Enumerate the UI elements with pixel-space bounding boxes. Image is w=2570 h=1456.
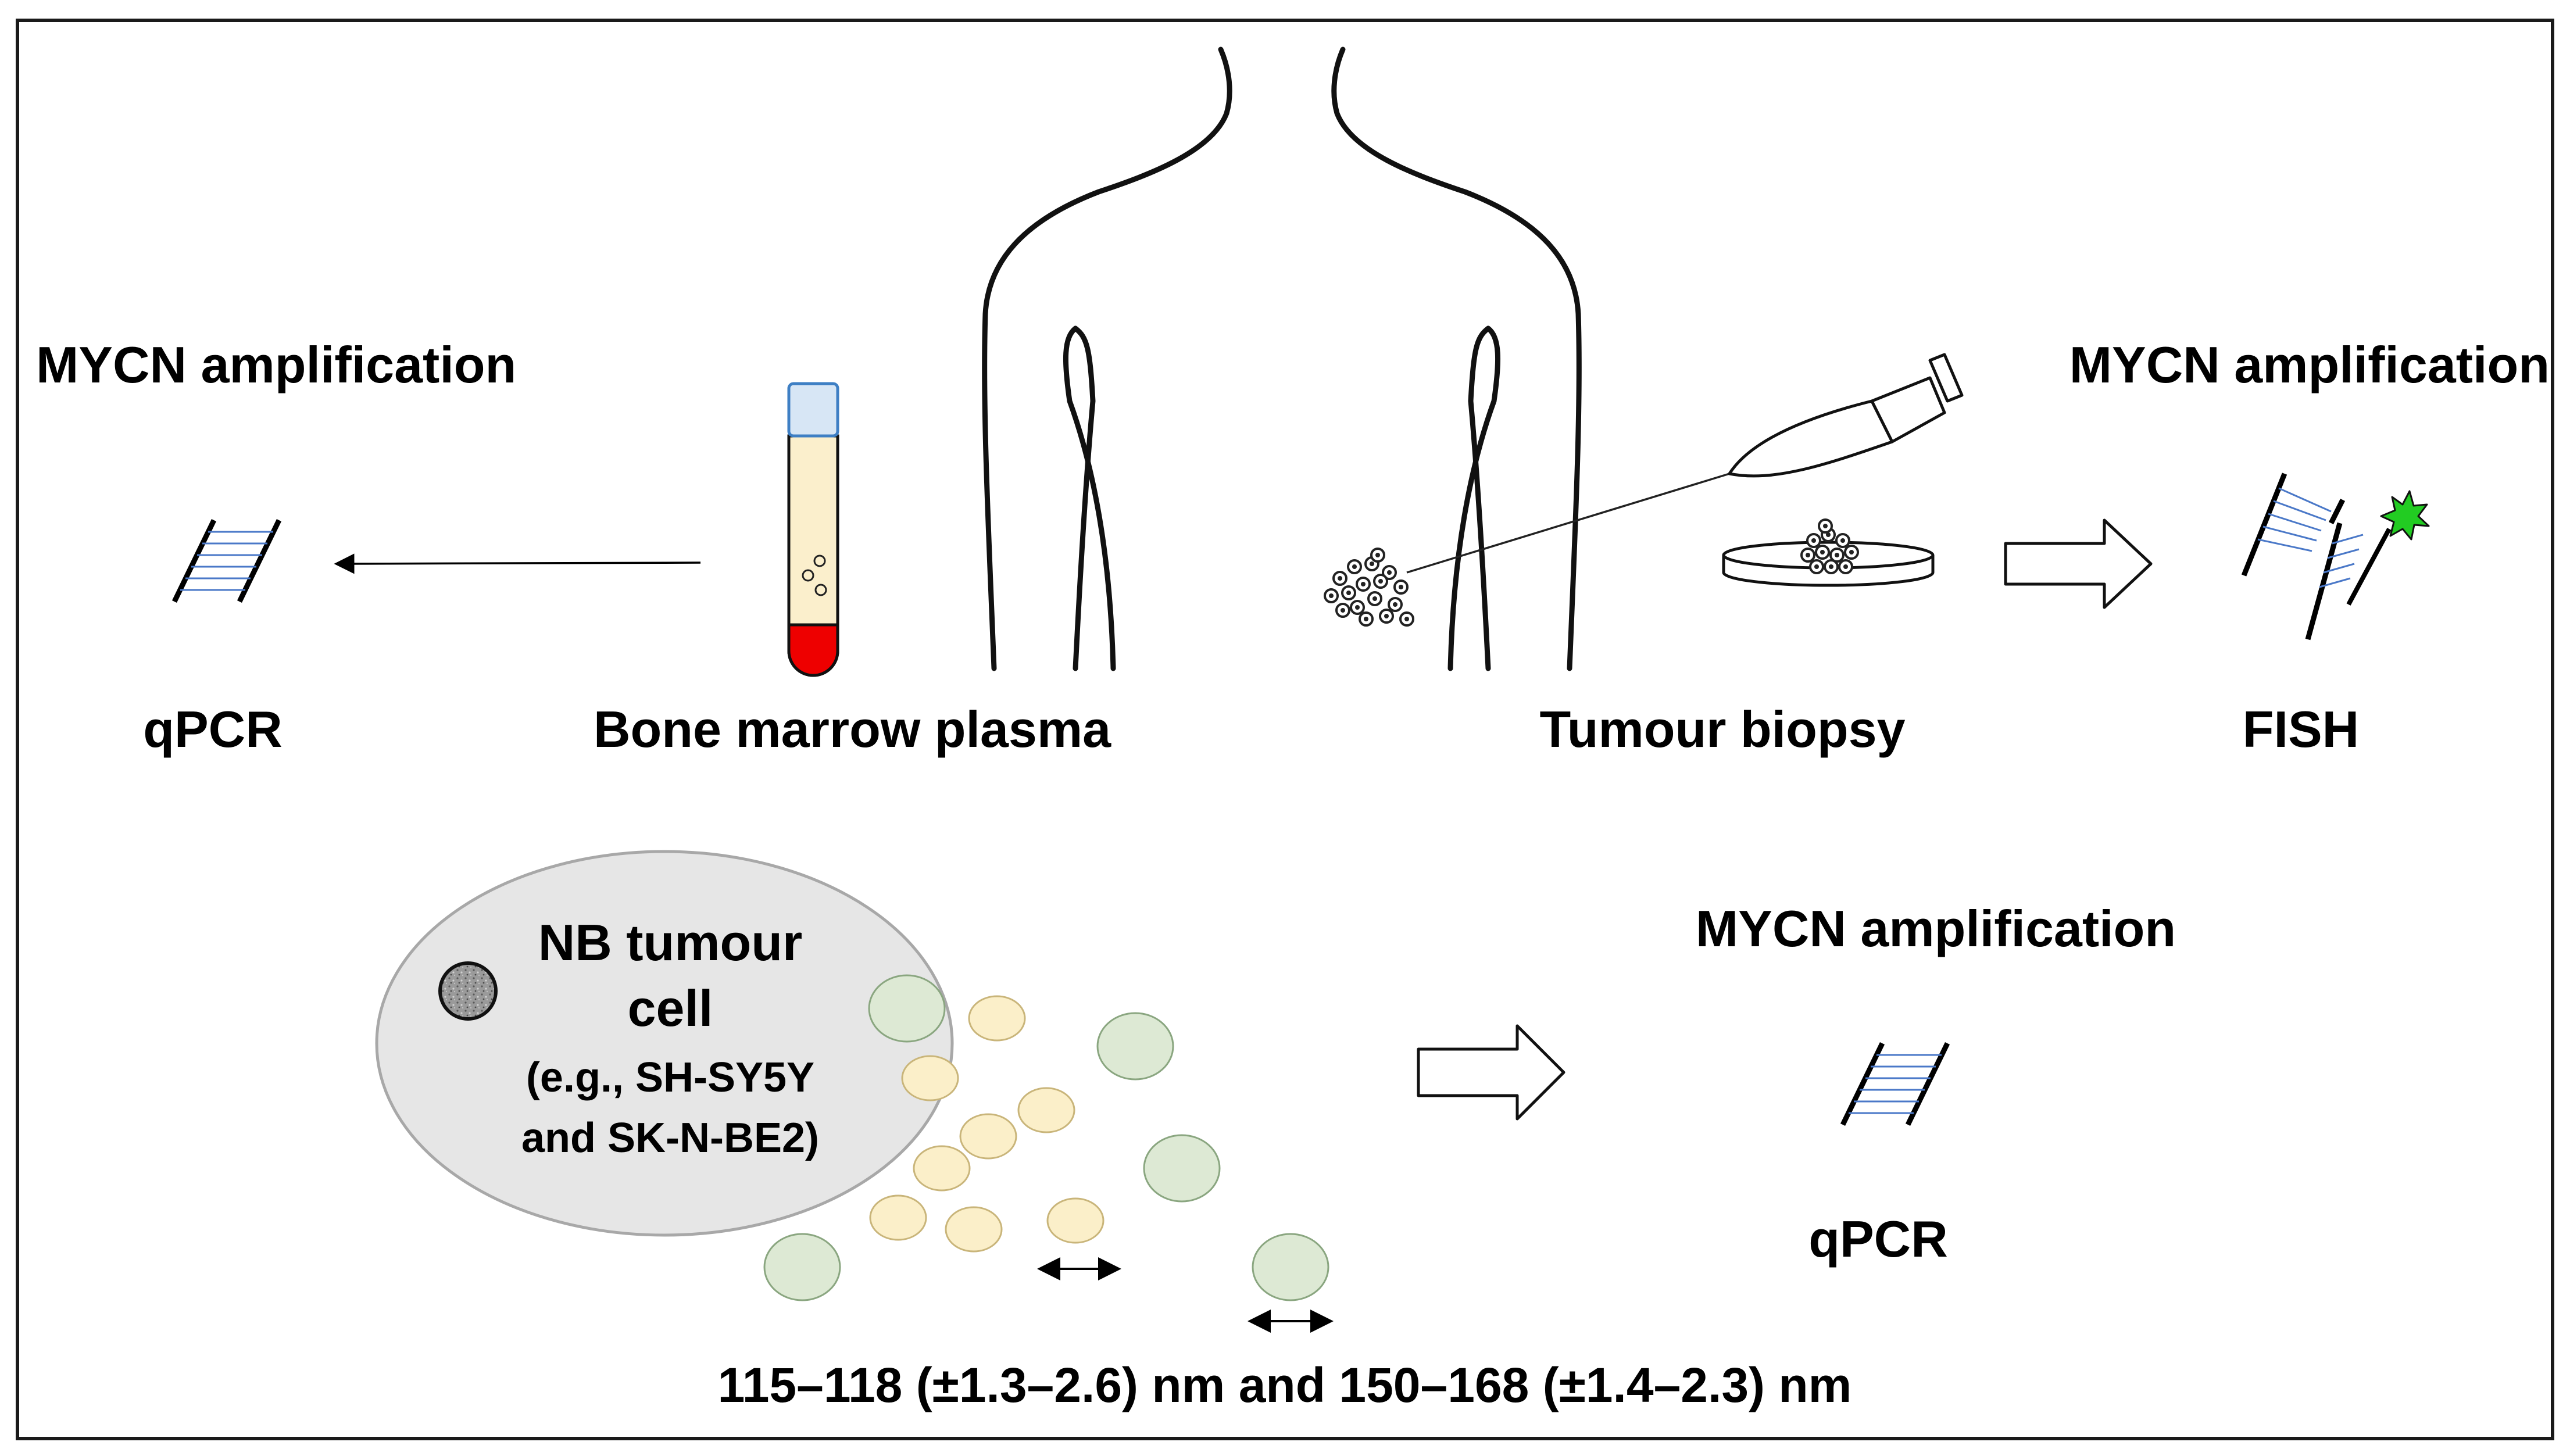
biopsy-needle [1406,473,1730,574]
dna-double-strand-icon-bottom [1840,1042,1950,1126]
syringe-icon [1728,353,1964,478]
figure-frame [16,19,2554,1440]
arrow-to-qpcr [334,553,701,574]
label-nb-tumour: NB tumour [538,914,803,971]
label-qpcr-bottom: qPCR [1808,1210,1948,1268]
block-arrow-to-bottom-qpcr [1417,1024,1565,1121]
label-cell-line-examples-1: (e.g., SH-SY5Y [526,1054,814,1101]
label-mycn-amplification-bottom: MYCN amplification [1696,900,2176,957]
label-bone-marrow-plasma: Bone marrow plasma [594,700,1111,758]
petri-dish-icon [1722,518,1935,587]
label-mycn-amplification-right: MYCN amplification [2069,336,2550,393]
human-torso-outline [982,46,1582,671]
blood-tube-icon [787,382,839,677]
label-fish: FISH [2243,700,2359,758]
fish-dna-probe-icon [2241,473,2430,641]
label-mycn-amplification-left: MYCN amplification [36,336,516,393]
dna-double-strand-icon [171,519,282,603]
label-vesicle-size-range: 115–118 (±1.3–2.6) nm and 150–168 (±1.4–… [718,1358,1852,1412]
label-tumour-biopsy: Tumour biopsy [1539,700,1905,758]
nb-tumour-cell-bubble [375,850,954,1237]
label-cell: cell [628,979,713,1037]
label-qpcr-left: qPCR [143,700,283,758]
label-cell-line-examples-2: and SK-N-BE2) [521,1115,819,1161]
fluorescent-probe-icon [2380,490,2430,541]
block-arrow-to-fish [2004,518,2153,609]
cell-nucleus [438,961,498,1021]
extracellular-vesicles [763,974,1329,1301]
